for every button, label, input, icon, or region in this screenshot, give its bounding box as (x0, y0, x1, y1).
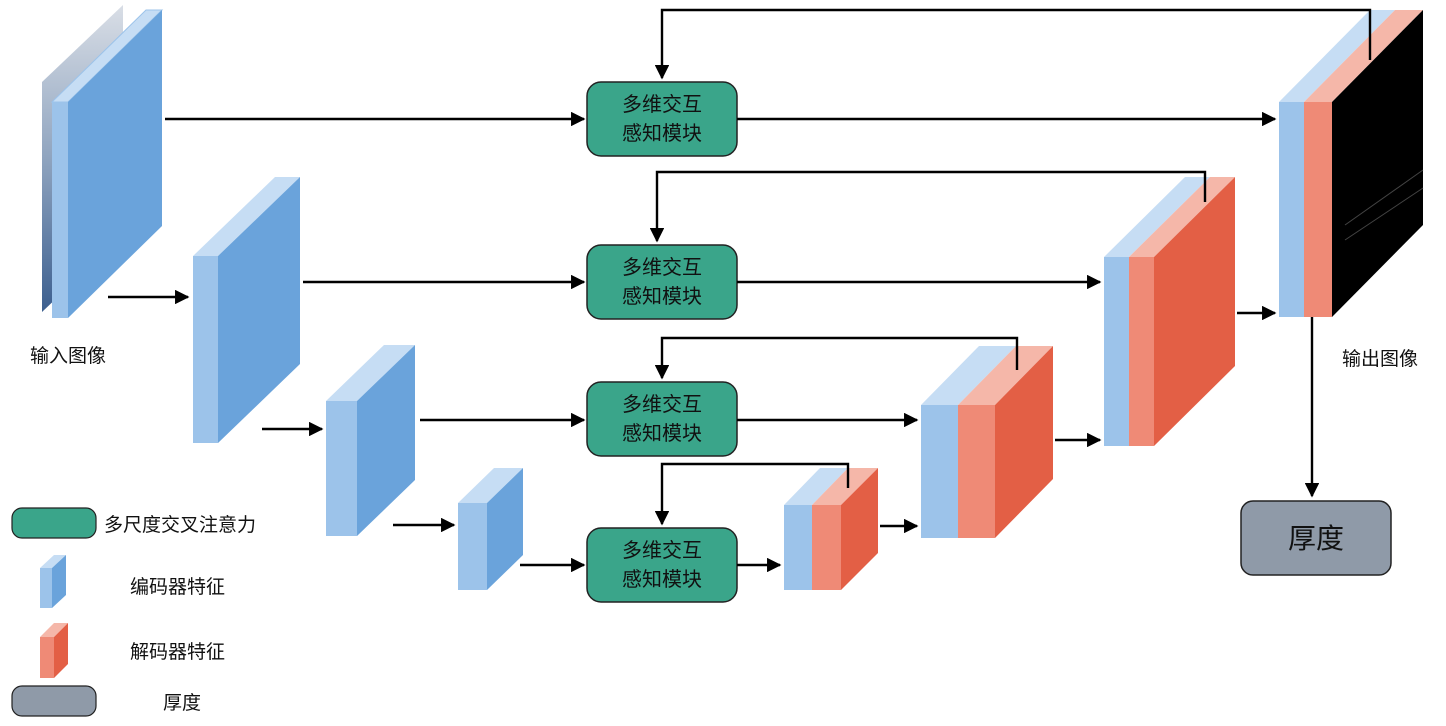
legend-encoder-label: 编码器特征 (130, 576, 225, 598)
encoder-block-4-front (458, 503, 487, 590)
thickness-box (1240, 500, 1392, 576)
output-image-label: 输出图像 (1342, 348, 1418, 370)
decoder-block-4-side (841, 468, 878, 590)
decoder-block-2 (1104, 177, 1235, 446)
module-label-line1: 多维交互 (622, 255, 702, 279)
decoder-block-4 (784, 468, 878, 590)
decoder-block-1-dec-front (1304, 102, 1332, 317)
encoder-block-1-side (68, 10, 162, 318)
decoder-block-1-enc-top (1279, 10, 1395, 102)
encoder-block-4-top (458, 468, 523, 503)
decoder-block-1-enc-front (1279, 102, 1304, 317)
decoder-block-4-enc-top (784, 468, 848, 505)
module-label-line1: 多维交互 (622, 538, 702, 562)
interaction-module-1: 多维交互 感知模块 (586, 81, 738, 157)
legend-thickness-label: 厚度 (163, 692, 201, 714)
decoder-block-3-dec-top (958, 346, 1053, 405)
interaction-module-2: 多维交互 感知模块 (586, 244, 738, 320)
output-image-line (1344, 169, 1424, 226)
feedback-dec2-module2 (649, 170, 1207, 243)
thickness-label: 厚度 (1288, 522, 1344, 555)
encoder-block-1-front (52, 102, 68, 318)
module-label-line1: 多维交互 (622, 392, 702, 416)
decoder-block-2-dec-top (1129, 177, 1235, 257)
module-label-line2: 感知模块 (622, 121, 702, 145)
decoder-block-3-enc-top (921, 346, 1016, 405)
encoder-block-3 (326, 345, 415, 536)
feedback-dec3-module3 (654, 336, 1019, 380)
input-image-stack (42, 5, 164, 318)
legend-decoder-label: 解码器特征 (130, 641, 225, 663)
input-image-label: 输入图像 (30, 345, 106, 367)
module-label-line2: 感知模块 (622, 567, 702, 591)
decoder-block-3-side (995, 346, 1053, 538)
decoder-block-3-enc-front (921, 405, 958, 538)
module-label-line1: 多维交互 (622, 92, 702, 116)
encoder-block-3-front (326, 401, 357, 536)
encoder-block-4 (458, 468, 523, 590)
legend-encoder-swatch (40, 555, 66, 608)
decoder-block-2-dec-front (1129, 257, 1154, 446)
legend-thickness-swatch (11, 685, 97, 717)
decoder-block-2-enc-top (1104, 177, 1210, 257)
legend-decoder-swatch (40, 623, 68, 678)
module-label-line2: 感知模块 (622, 284, 702, 308)
encoder-block-3-side (357, 345, 415, 536)
decoder-block-1-dec-top (1304, 10, 1423, 102)
thickness-output: 厚度 (1240, 500, 1392, 576)
encoder-block-2 (193, 177, 300, 443)
decoder-block-4-dec-front (812, 505, 841, 590)
output-image-black-side (1332, 10, 1423, 317)
interaction-module-4: 多维交互 感知模块 (586, 527, 738, 603)
encoder-block-2-front (193, 256, 218, 443)
decoder-block-3 (921, 346, 1053, 538)
feedback-dec1-module1 (654, 8, 1372, 80)
decoder-block-2-side (1154, 177, 1235, 446)
module-label-line2: 感知模块 (622, 421, 702, 445)
encoder-block-2-top (193, 177, 300, 256)
feedback-dec4-module4 (654, 462, 850, 526)
encoder-block-4-side (487, 468, 523, 590)
legend-attention-swatch (11, 507, 97, 539)
decoder-block-3-dec-front (958, 405, 995, 538)
interaction-module-3: 多维交互 感知模块 (586, 381, 738, 457)
decoder-block-4-enc-front (784, 505, 812, 590)
encoder-block-2-side (218, 177, 300, 443)
legend-attention-label: 多尺度交叉注意力 (104, 514, 256, 536)
decoder-block-2-enc-front (1104, 257, 1129, 446)
decoder-block-4-dec-top (812, 468, 878, 505)
output-image-line (1344, 187, 1424, 241)
legend: 多尺度交叉注意力 编码器特征 解码器特征 厚度 (11, 507, 256, 717)
output-image-stack (1279, 10, 1424, 317)
encoder-block-3-top (326, 345, 415, 401)
